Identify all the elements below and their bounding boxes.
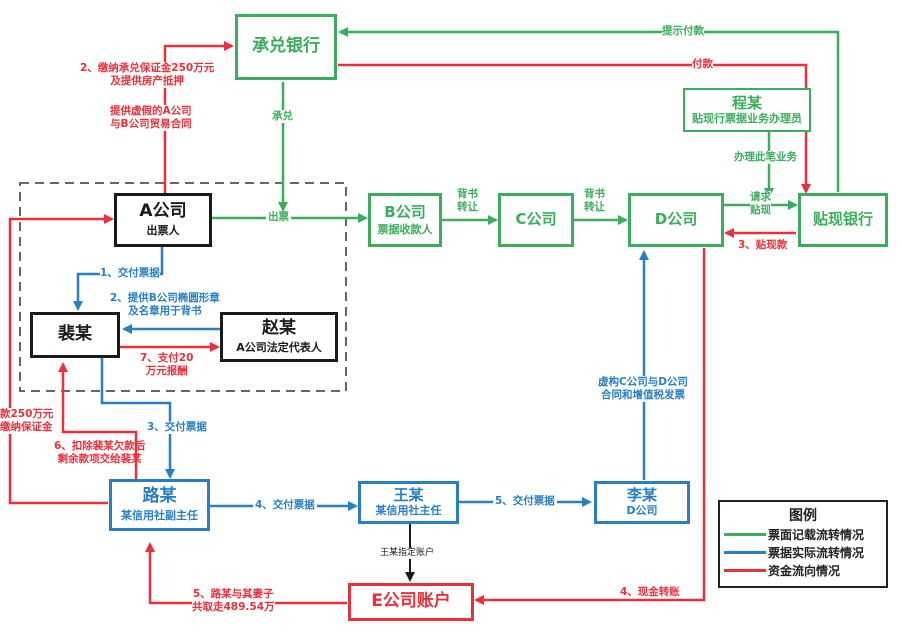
label-wang-account: 王某指定账户 — [380, 548, 435, 560]
label-line: 合同和增值税发票 — [600, 389, 685, 402]
legend-title: 图例 — [789, 508, 817, 524]
legend-swatch — [724, 568, 766, 572]
conspiracy-group-box — [19, 182, 347, 392]
label-request-discount: 请求 贴现 — [750, 191, 771, 218]
node-company-b[interactable]: B公司 票据收款人 — [368, 193, 442, 247]
label-line: 转让 — [457, 201, 478, 214]
label-line: 提供虚假的A公司 — [110, 105, 192, 117]
node-title: 王某 — [393, 486, 424, 505]
label-issue-note: 出票 — [266, 211, 291, 225]
legend-label: 资金流向情况 — [768, 563, 841, 578]
label-line: 款250万元 — [0, 408, 54, 420]
node-title: 裴某 — [58, 324, 92, 345]
node-pei[interactable]: 裴某 — [30, 312, 120, 358]
node-subtitle: A公司法定代表人 — [236, 340, 322, 354]
node-title: 赵某 — [262, 318, 296, 339]
label-cash-transfer: 4、现金转账 — [620, 586, 680, 598]
node-cheng[interactable]: 程某 贴现行票据业务办理员 — [683, 88, 811, 132]
edge-deliver-3 — [100, 358, 175, 479]
node-subtitle: 票据收款人 — [377, 222, 433, 236]
label-fake-invoice: 虚构C公司与D公司 合同和增值税发票 — [598, 376, 688, 403]
node-title: 承兑银行 — [252, 36, 320, 57]
legend-item-note-flow: 票面记载流转情况 — [724, 525, 886, 543]
node-zhao[interactable]: 赵某 A公司法定代表人 — [220, 312, 338, 362]
edge-deposit-margin — [163, 41, 234, 193]
legend-swatch — [724, 550, 766, 554]
label-withdraw: 5、路某与其妻子 共取走489.54万 — [192, 588, 275, 615]
label-fake-contract: 提供虚假的A公司 与B公司贸易合同 — [110, 105, 192, 132]
edge-present-payment — [338, 27, 840, 192]
label-loan-margin: 款250万元 缴纳保证金 — [0, 408, 54, 435]
label-line: 共取走489.54万 — [192, 601, 275, 614]
legend-label: 票面记载流转情况 — [768, 527, 865, 542]
label-deliver-5: 5、交付票据 — [493, 495, 557, 509]
label-line: 剩余款项交给裴某 — [57, 453, 142, 466]
node-lu[interactable]: 路某 某信用社副主任 — [109, 479, 210, 531]
label-line: 2、缴纳承兑保证金250万元 — [80, 62, 215, 74]
label-provide-seal: 2、提供B公司椭圆形章 及名章用于背书 — [110, 292, 220, 318]
edge-cash-transfer — [474, 248, 706, 605]
edge-payment — [338, 63, 811, 194]
label-pay-reward: 7、支付20 万元报酬 — [140, 352, 193, 378]
label-line: 转让 — [584, 201, 605, 214]
legend-swatch — [724, 532, 766, 536]
label-line: 请求 — [750, 191, 771, 203]
node-title: B公司 — [384, 202, 426, 221]
label-line: 与B公司贸易合同 — [110, 118, 192, 131]
label-line: 万元报酬 — [145, 365, 188, 378]
node-discount-bank[interactable]: 贴现银行 — [798, 193, 888, 247]
node-subtitle: D公司 — [626, 504, 658, 518]
label-deposit-margin: 2、缴纳承兑保证金250万元 及提供房产抵押 — [80, 62, 215, 89]
label-line: 及名章用于背书 — [128, 305, 202, 318]
node-subtitle: 某信用社主任 — [375, 504, 442, 518]
label-deliver-3: 3、交付票据 — [147, 421, 207, 435]
node-company-d[interactable]: D公司 — [628, 193, 724, 247]
legend: 图例 票面记载流转情况 票据实际流转情况 资金流向情况 — [718, 500, 888, 588]
label-line: 5、路某与其妻子 — [192, 588, 274, 600]
label-present-payment: 提示付款 — [662, 25, 704, 39]
node-title: 贴现银行 — [812, 210, 873, 229]
label-line: 贴现 — [750, 204, 771, 217]
label-line: 7、支付20 — [140, 352, 194, 364]
node-li[interactable]: 李某 D公司 — [594, 481, 690, 524]
label-deduct-debt: 6、扣除裴某欠款后 剩余款项交给裴某 — [54, 440, 145, 466]
legend-label: 票据实际流转情况 — [768, 545, 865, 560]
label-line: 及提供房产抵押 — [110, 75, 184, 88]
label-discount-money: 3、贴现款 — [738, 239, 788, 251]
node-title: C公司 — [515, 210, 557, 229]
node-subtitle: 出票人 — [146, 223, 180, 237]
node-subtitle: 某信用社副主任 — [121, 508, 198, 522]
label-line: 背书 — [584, 188, 605, 200]
label-line: 6、扣除裴某欠款后 — [54, 440, 146, 452]
label-handle-business: 办理此笔业务 — [734, 151, 797, 165]
edge-deduct-debt — [58, 362, 138, 479]
node-company-a[interactable]: A公司 出票人 — [114, 193, 212, 247]
node-company-e-account[interactable]: E公司账户 — [348, 583, 474, 621]
label-line: 虚构C公司与D公司 — [598, 376, 688, 388]
label-payment: 付款 — [692, 58, 713, 72]
node-title: 李某 — [626, 486, 657, 505]
node-title: E公司账户 — [371, 591, 451, 612]
node-title: D公司 — [654, 210, 698, 229]
label-accept: 承兑 — [272, 110, 293, 124]
label-line: 缴纳保证金 — [0, 421, 53, 434]
edge-loan-margin — [8, 214, 114, 505]
node-title: 路某 — [142, 486, 177, 507]
legend-item-actual-flow: 票据实际流转情况 — [724, 543, 886, 561]
label-endorse-1: 背书 转让 — [457, 188, 478, 214]
node-wang[interactable]: 王某 某信用社主任 — [358, 481, 459, 524]
label-line: 2、提供B公司椭圆形章 — [110, 292, 220, 304]
label-endorse-2: 背书 转让 — [584, 188, 605, 214]
node-acceptance-bank[interactable]: 承兑银行 — [235, 14, 337, 80]
legend-item-fund-flow: 资金流向情况 — [724, 561, 886, 579]
node-title: 程某 — [731, 93, 762, 112]
node-company-c[interactable]: C公司 — [498, 193, 574, 247]
label-deliver-1: 1、交付票据 — [100, 267, 160, 281]
edge-withdraw — [145, 542, 347, 605]
label-deliver-4: 4、交付票据 — [253, 499, 317, 513]
label-line: 背书 — [457, 188, 478, 200]
node-title: A公司 — [139, 201, 187, 222]
node-subtitle: 贴现行票据业务办理员 — [692, 111, 802, 125]
